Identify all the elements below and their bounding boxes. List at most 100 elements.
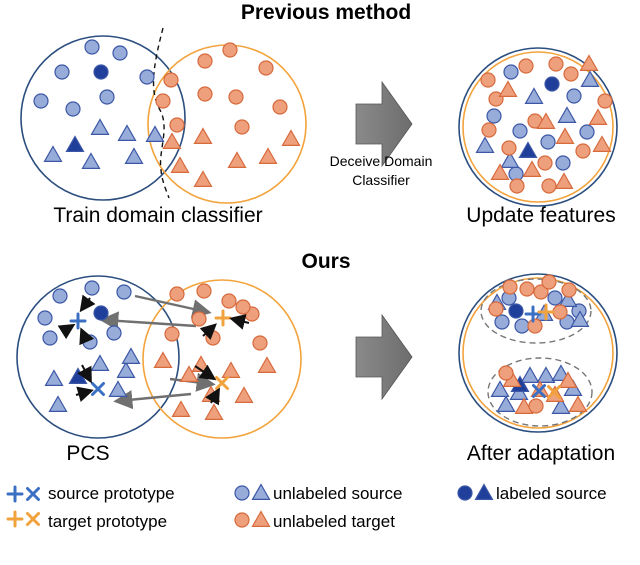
unlabeled-target-circle [191,311,207,327]
unlabeled-target-circle [164,326,180,342]
attraction-arrow [57,323,76,340]
previous-left-points [33,39,301,187]
unlabeled-target-triangle [204,403,224,420]
unlabeled-source-triangle [44,369,64,386]
unlabeled-source-circle [54,64,70,80]
legend-plus-target [6,510,24,528]
unlabeled-source-circle [106,325,122,341]
cluster-lower [487,357,593,427]
unlabeled-source-circle [512,123,528,139]
unlabeled-target-circle [221,293,237,309]
unlabeled-source-triangle [116,361,136,378]
unlabeled-target-circle [597,93,613,109]
domain-classifier-boundary [152,27,170,199]
legend-target-prototype-label: target prototype [48,512,167,531]
legend-unlabeled-source-label: unlabeled source [273,484,402,503]
unlabeled-source-triangle [117,124,137,141]
unlabeled-source-circle [540,134,556,150]
legend-labeled-source-label: labeled source [496,484,607,503]
unlabeled-target-triangle [234,386,254,403]
legend-source-prototype: source prototype [6,484,175,503]
unlabeled-target-circle [155,93,171,109]
unlabeled-target-circle [502,279,518,295]
unlabeled-source-circle [234,485,250,501]
target-domain-circle-updated [462,51,614,203]
labeled-source-circle [93,305,109,321]
unlabeled-target-circle [552,304,568,320]
unlabeled-target-circle [561,282,577,298]
cross-domain-arrow [113,390,192,410]
unlabeled-source-circle [555,155,571,171]
unlabeled-target-triangle [171,400,191,417]
unlabeled-source-triangle [124,147,144,164]
attraction-arrow [75,386,94,402]
unlabeled-target-circle [488,301,504,317]
unlabeled-target-triangle [592,135,612,152]
attraction-arrow [194,364,217,381]
unlabeled-source-circle [33,93,49,109]
unlabeled-source-circle [52,288,68,304]
unlabeled-target-circle [234,119,250,135]
unlabeled-source-circle [116,284,132,300]
unlabeled-source-triangle [81,152,101,169]
unlabeled-target-circle [252,335,268,351]
unlabeled-target-circle [169,286,185,302]
labeled-source-circle [457,485,473,501]
adapted-source-prototype-plus [524,305,542,323]
legend-cross-target [26,512,40,526]
unlabeled-source-circle [486,108,502,124]
source-domain-circle-adapted [458,273,618,433]
unlabeled-source-triangle [496,395,516,412]
unlabeled-target-triangle [514,397,534,414]
attraction-arrow [79,327,95,346]
ours-title: Ours [301,250,350,273]
unlabeled-source-circle [566,88,582,104]
legend-cross-source [26,487,40,501]
unlabeled-source-triangle [251,483,271,500]
labeled-source-circle [93,64,109,80]
unlabeled-target-triangle [257,356,277,373]
unlabeled-target-circle [533,284,549,300]
attraction-arrow [79,294,96,313]
unlabeled-target-triangle [522,160,542,177]
adapted-source-prototype-cross [532,384,546,398]
unlabeled-source-triangle [570,310,590,327]
attraction-arrow [199,323,217,340]
cluster-upper [480,278,592,344]
unlabeled-source-triangle [121,347,141,364]
unlabeled-target-triangle [568,395,588,412]
unlabeled-source-circle [84,39,100,55]
unlabeled-target-triangle [170,156,190,173]
unlabeled-target-circle [258,60,274,76]
previous-method-title: Previous method [241,1,411,24]
target-domain-circle-pcs [142,279,302,439]
unlabeled-source-circle [84,280,100,296]
attraction-arrow [205,387,221,406]
legend: source prototype unlabeled source labele… [6,483,607,531]
unlabeled-target-triangle [179,365,199,382]
unlabeled-target-circle [527,318,543,334]
unlabeled-target-circle [169,117,185,133]
cross-domain-arrow [99,311,197,331]
unlabeled-target-circle [528,398,544,414]
unlabeled-target-circle [197,53,213,69]
unlabeled-source-circle [99,89,115,105]
unlabeled-target-triangle [221,361,241,378]
unlabeled-source-triangle [580,70,600,87]
big-arrow-previous [355,80,413,168]
previous-updated-features [458,47,618,207]
labeled-source-triangle [65,135,85,152]
unlabeled-source-triangle [551,397,571,414]
source-domain-circle-updated [458,47,618,207]
unlabeled-source-triangle [536,366,556,383]
unlabeled-source-circle [42,330,58,346]
legend-unlabeled-target-label: unlabeled target [273,512,395,531]
unlabeled-target-circle [501,140,517,156]
unlabeled-source-triangle [43,145,63,162]
unlabeled-target-triangle [227,151,247,168]
caption-update-features: Update features [466,204,615,227]
unlabeled-target-triangle [490,163,510,180]
unlabeled-source-circle [37,310,53,326]
unlabeled-target-circle [498,365,514,381]
unlabeled-target-circle [197,86,213,102]
